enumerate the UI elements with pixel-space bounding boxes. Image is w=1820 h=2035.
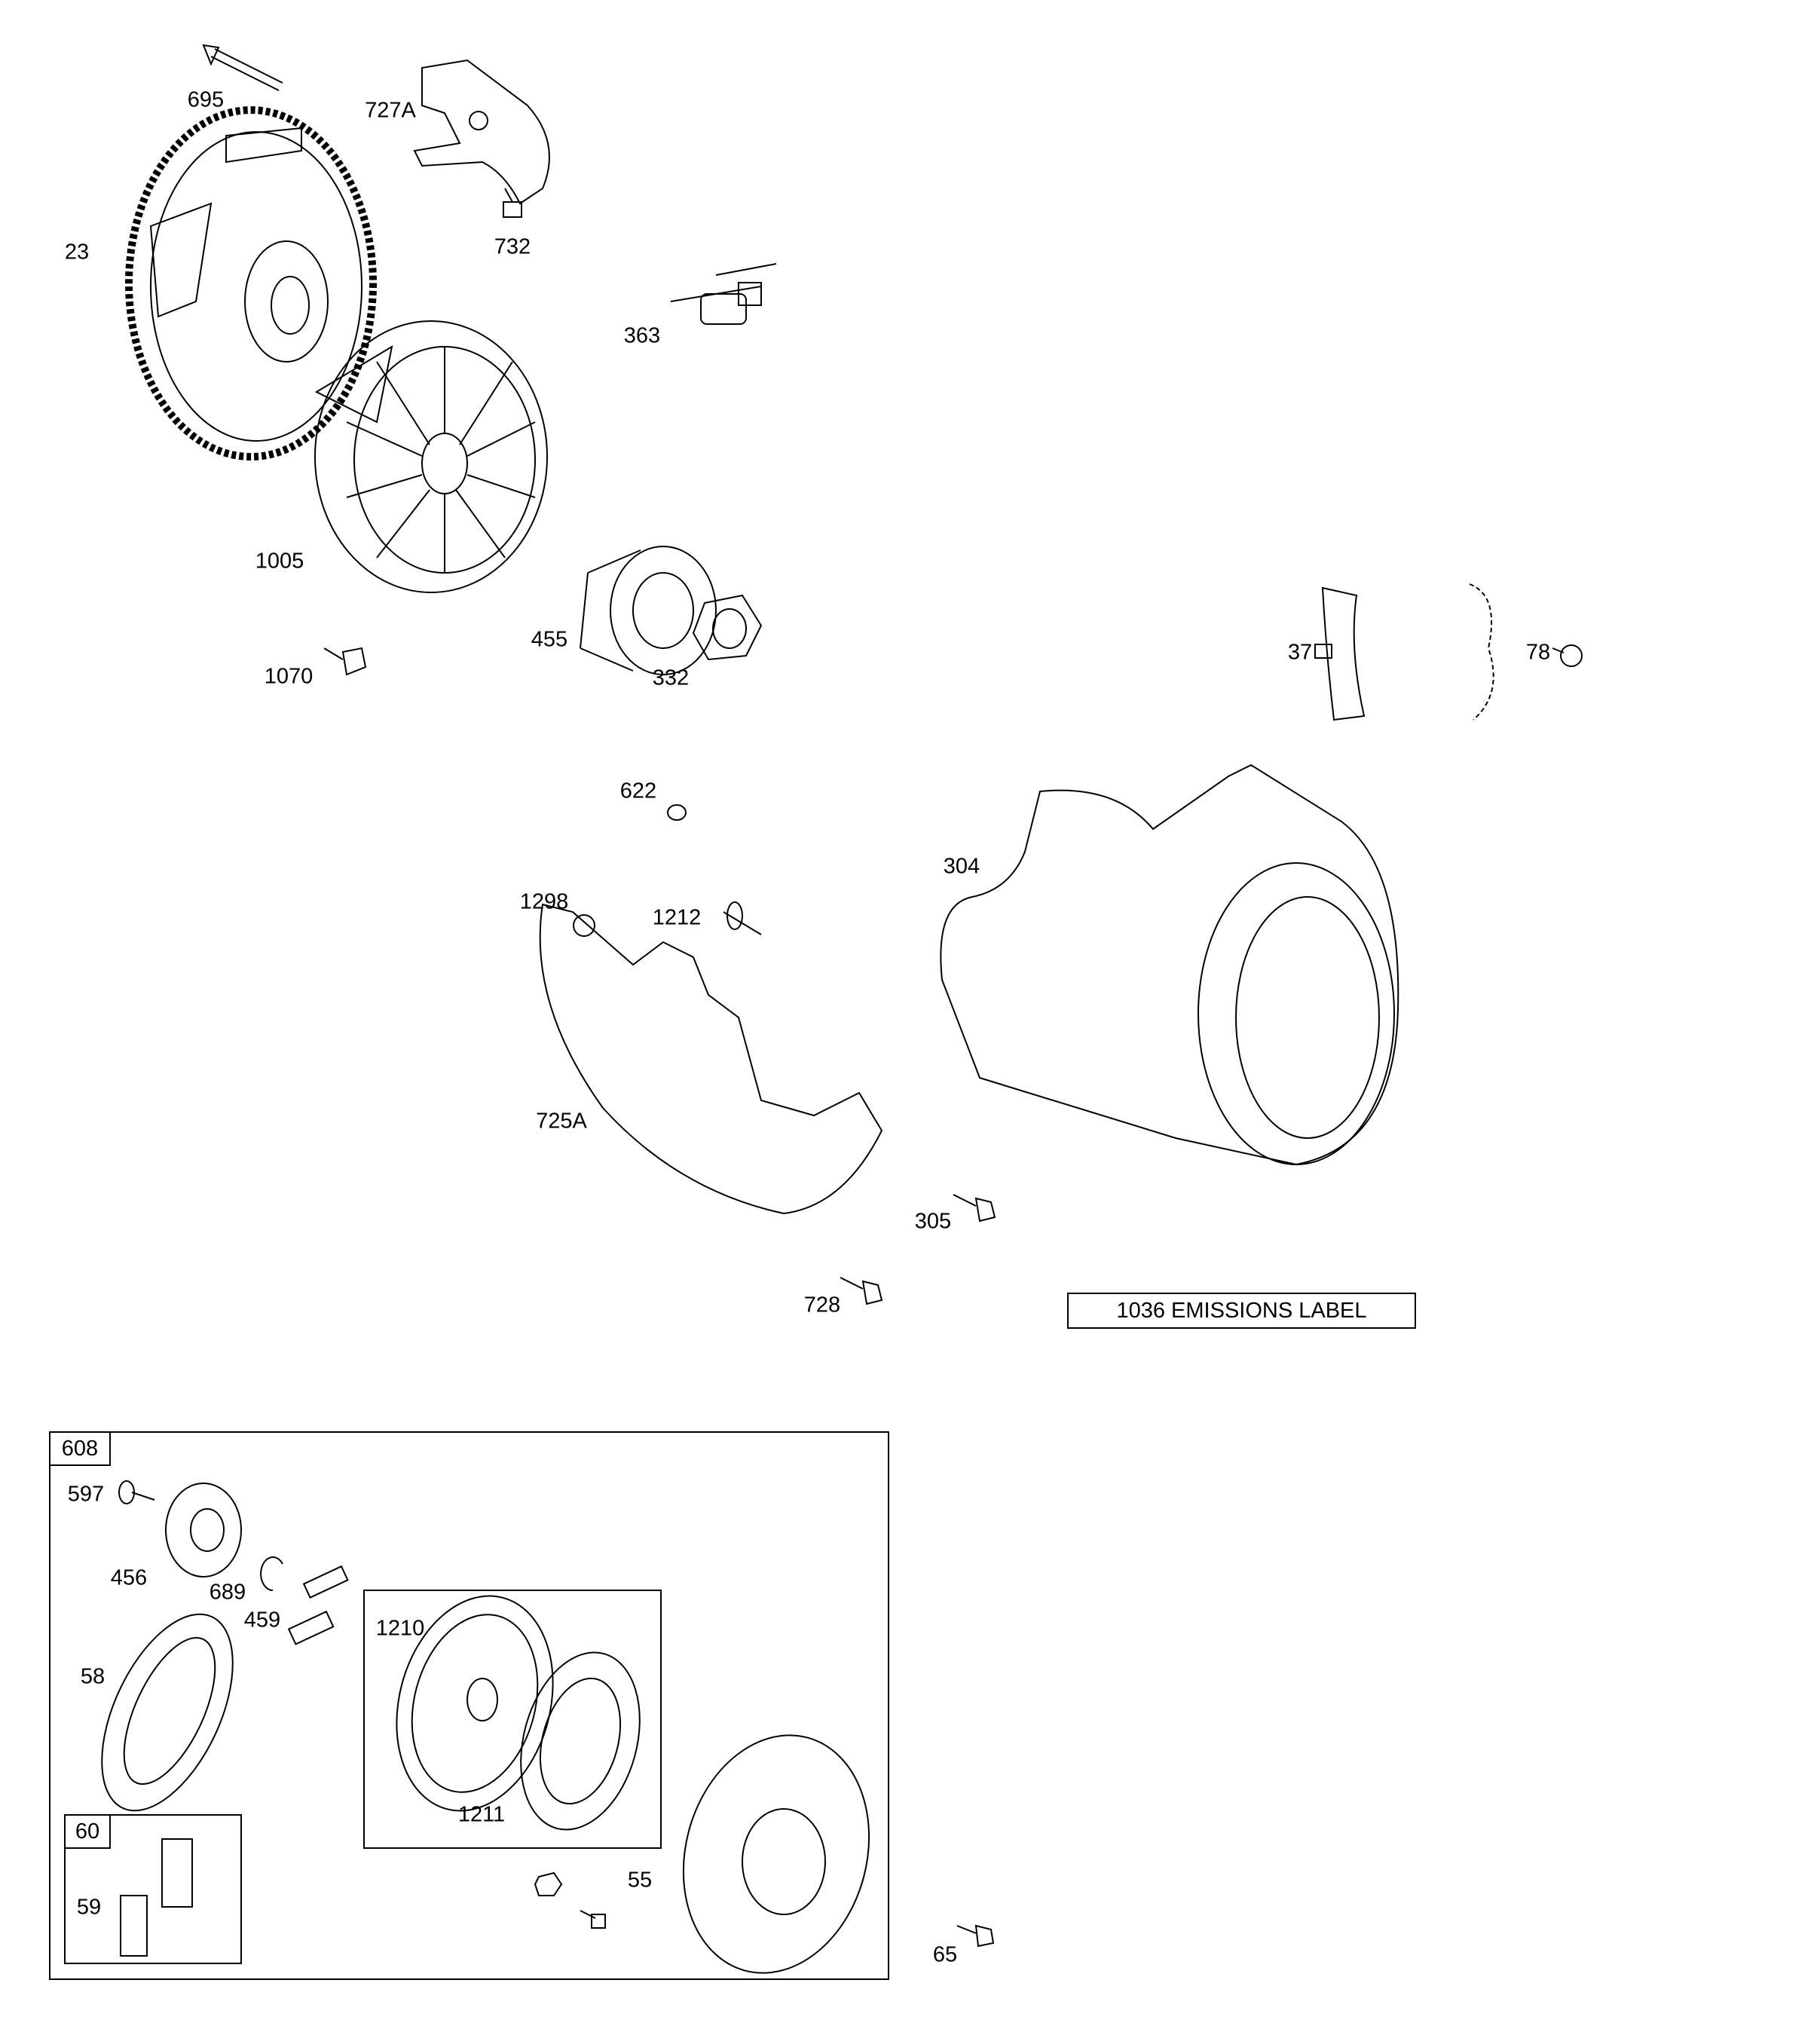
part-695-screw [202, 44, 283, 91]
part-725A-shroud [539, 903, 883, 1215]
callout-1211: 1211 [457, 1802, 506, 1827]
part-55-starter-cover [682, 1734, 870, 1974]
part-65-bolt [956, 1924, 995, 1948]
part-1070-bolt [323, 647, 367, 676]
part-304-blower-housing [940, 764, 1399, 1166]
callout-622: 622 [619, 779, 657, 803]
callout-363: 363 [623, 323, 661, 348]
callout-728: 728 [803, 1293, 841, 1317]
callout-455: 455 [531, 627, 568, 652]
group-tag-608: 608 [49, 1431, 111, 1466]
pulley-subgroup-box [363, 1590, 662, 1849]
part-78-screw [1469, 583, 1583, 721]
part-37-bracket [1314, 586, 1366, 721]
callout-78: 78 [1525, 640, 1551, 665]
callout-1212: 1212 [652, 905, 702, 930]
callout-59: 59 [76, 1895, 102, 1920]
callout-727A: 727A [365, 98, 416, 123]
callout-689: 689 [209, 1580, 246, 1605]
callout-304: 304 [943, 854, 980, 879]
callout-55: 55 [627, 1868, 653, 1893]
part-23-flywheel [125, 106, 393, 461]
part-1298-nut [573, 914, 595, 937]
callout-37: 37 [1287, 640, 1313, 665]
callout-305: 305 [914, 1209, 952, 1234]
callout-65: 65 [932, 1942, 958, 1967]
callout-1070: 1070 [264, 664, 314, 689]
callout-1298: 1298 [519, 889, 569, 914]
callout-725A: 725A [536, 1109, 587, 1134]
callout-459: 459 [243, 1608, 281, 1633]
part-459-pawls [287, 1565, 349, 1645]
part-332-nut [692, 594, 763, 661]
part-59-handle [120, 1838, 193, 1957]
callout-695: 695 [187, 87, 225, 112]
rewind-starter-group-box [49, 1431, 889, 1980]
callout-1005: 1005 [255, 549, 304, 574]
part-727A-bracket [413, 59, 550, 205]
part-456-ratchet [165, 1483, 242, 1578]
part-363-bolts [670, 263, 777, 325]
callout-732: 732 [494, 234, 531, 259]
part-1005-fan [314, 320, 548, 593]
part-689-retaining-ring [260, 1556, 283, 1591]
part-58-spring [101, 1613, 234, 1812]
callout-1210: 1210 [375, 1616, 425, 1641]
part-597-pin [118, 1480, 155, 1504]
callout-332: 332 [652, 666, 690, 690]
callout-23: 23 [64, 240, 90, 265]
callout-597: 597 [67, 1482, 105, 1507]
emissions-label-box: 1036 EMISSIONS LABEL [1067, 1293, 1416, 1329]
part-732-screw [503, 188, 522, 218]
part-1212-stud [723, 901, 762, 935]
part-728-bolt [840, 1277, 883, 1305]
callout-58: 58 [80, 1664, 106, 1689]
part-622-washer [667, 804, 687, 821]
handle-kit-box [64, 1814, 242, 1964]
part-nut-and-bolt [534, 1871, 606, 1929]
part-1210-pulley [396, 1595, 554, 1812]
group-tag-60: 60 [64, 1814, 111, 1849]
part-305-bolt [953, 1194, 996, 1223]
callout-456: 456 [110, 1565, 148, 1590]
part-455-starter-cup [580, 546, 717, 675]
part-1211-rewind-spring [520, 1651, 641, 1831]
